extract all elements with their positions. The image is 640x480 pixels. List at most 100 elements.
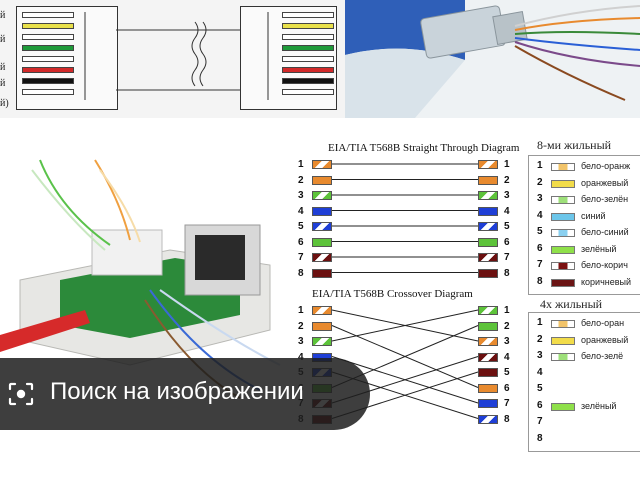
pin-number-left: 6 bbox=[298, 236, 304, 248]
pin-swatch-right bbox=[478, 368, 498, 377]
table-color-name: зелёный bbox=[581, 243, 617, 254]
pin-swatch-left bbox=[312, 253, 332, 262]
side-label: й bbox=[0, 62, 6, 73]
wire-bar bbox=[22, 78, 74, 84]
table-color-name: коричневый bbox=[581, 276, 632, 287]
table-row-number: 6 bbox=[537, 399, 543, 411]
pin-swatch-left bbox=[312, 206, 332, 216]
table-color-name: оранжевый bbox=[581, 334, 629, 345]
table-row-number: 1 bbox=[537, 160, 543, 171]
pin-swatch-right bbox=[478, 237, 498, 247]
table-color-name: бело-корич bbox=[581, 260, 628, 270]
table-color-swatch bbox=[551, 245, 575, 254]
table-row-number: 5 bbox=[537, 383, 543, 394]
straight-through-diagram: EIA/TIA T568B Straight Through Diagram 1… bbox=[290, 140, 520, 290]
wire-bar bbox=[282, 45, 334, 51]
pin-number-right: 4 bbox=[504, 205, 510, 217]
pin-swatch-left bbox=[312, 337, 332, 346]
pin-number-right: 5 bbox=[504, 221, 510, 232]
table-color-name: бело-оранж bbox=[581, 161, 631, 171]
crossover-diagram-title: EIA/TIA T568B Crossover Diagram bbox=[312, 288, 473, 300]
pin-swatch-right bbox=[478, 175, 498, 185]
table-8wire-title: 8-ми жильный bbox=[537, 138, 612, 152]
wire-bar bbox=[282, 34, 334, 40]
pin-swatch-right bbox=[478, 399, 498, 408]
rj45-plug-illustration bbox=[345, 0, 640, 118]
table-color-name: оранжевый bbox=[581, 177, 629, 188]
pin-swatch-right bbox=[478, 321, 498, 331]
table-color-name: бело-оран bbox=[581, 318, 625, 328]
wire-bar bbox=[22, 34, 74, 40]
wire-bar bbox=[282, 56, 334, 62]
pin-number-right: 6 bbox=[504, 236, 510, 248]
wire-bar bbox=[22, 45, 74, 51]
table-color-swatch bbox=[551, 336, 575, 345]
pin-number-right: 8 bbox=[504, 267, 510, 279]
image-search-label: Поиск на изображении bbox=[50, 378, 304, 405]
pin-number-right: 1 bbox=[504, 159, 510, 170]
wiring-diagram: й й й й й) bbox=[0, 0, 345, 118]
pin-swatch-right bbox=[478, 414, 498, 424]
table-color-swatch bbox=[551, 212, 575, 221]
table-row-number: 1 bbox=[537, 317, 543, 328]
wire-line bbox=[331, 309, 479, 342]
wire-bar bbox=[22, 89, 74, 95]
pin-number-right: 3 bbox=[504, 336, 510, 347]
table-color-swatch bbox=[551, 163, 575, 171]
pin-number-right: 1 bbox=[504, 305, 510, 316]
pin-number-right: 5 bbox=[504, 367, 510, 378]
pin-number-right: 2 bbox=[504, 320, 510, 332]
table-row-number: 3 bbox=[537, 193, 543, 204]
table-row-number: 2 bbox=[537, 333, 543, 345]
table-color-swatch bbox=[551, 179, 575, 188]
table-color-swatch bbox=[551, 402, 575, 411]
table-color-swatch bbox=[551, 196, 575, 204]
wire-bar bbox=[22, 56, 74, 62]
table-row-number: 4 bbox=[537, 209, 543, 221]
pin-number-right: 2 bbox=[504, 174, 510, 186]
side-label: й bbox=[0, 34, 6, 45]
wire-bar bbox=[282, 23, 334, 29]
table-color-name: бело-синий bbox=[581, 227, 629, 237]
pin-number-left: 8 bbox=[298, 267, 304, 279]
pin-number-left: 2 bbox=[298, 174, 304, 186]
pin-swatch-right bbox=[478, 352, 498, 362]
pin-number-right: 4 bbox=[504, 351, 510, 363]
pin-swatch-left bbox=[312, 191, 332, 200]
table-row-number: 4 bbox=[537, 366, 543, 378]
side-label: й) bbox=[0, 98, 9, 109]
pin-swatch-right bbox=[478, 253, 498, 262]
pin-number-left: 4 bbox=[298, 205, 304, 217]
table-row-number: 8 bbox=[537, 432, 543, 444]
table-color-swatch bbox=[551, 229, 575, 237]
table-row-number: 7 bbox=[537, 259, 543, 270]
pin-swatch-left bbox=[312, 268, 332, 278]
table-color-swatch bbox=[551, 262, 575, 270]
straight-diagram-title: EIA/TIA T568B Straight Through Diagram bbox=[328, 142, 520, 154]
pin-swatch-right bbox=[478, 383, 498, 393]
side-label: й bbox=[0, 78, 6, 89]
side-label: й bbox=[0, 10, 6, 21]
table-row-number: 2 bbox=[537, 176, 543, 188]
image-search-button[interactable]: Поиск на изображении bbox=[0, 358, 370, 430]
pin-swatch-right bbox=[478, 206, 498, 216]
wire-bar bbox=[282, 12, 334, 18]
table-color-name: бело-зелё bbox=[581, 351, 624, 361]
table-row-number: 3 bbox=[537, 350, 543, 361]
pin-swatch-right bbox=[478, 268, 498, 278]
table-row-number: 7 bbox=[537, 416, 543, 427]
wire-bar bbox=[22, 67, 74, 73]
pin-swatch-left bbox=[312, 306, 332, 315]
wire-bar bbox=[282, 89, 334, 95]
table-color-swatch bbox=[551, 353, 575, 361]
pin-number-right: 7 bbox=[504, 252, 510, 263]
pin-number-left: 7 bbox=[298, 252, 304, 263]
lens-icon bbox=[8, 382, 34, 406]
wire-bar bbox=[22, 12, 74, 18]
table-color-swatch bbox=[551, 278, 575, 287]
table-row-number: 5 bbox=[537, 226, 543, 237]
pin-swatch-right bbox=[478, 191, 498, 200]
pin-number-left: 2 bbox=[298, 320, 304, 332]
